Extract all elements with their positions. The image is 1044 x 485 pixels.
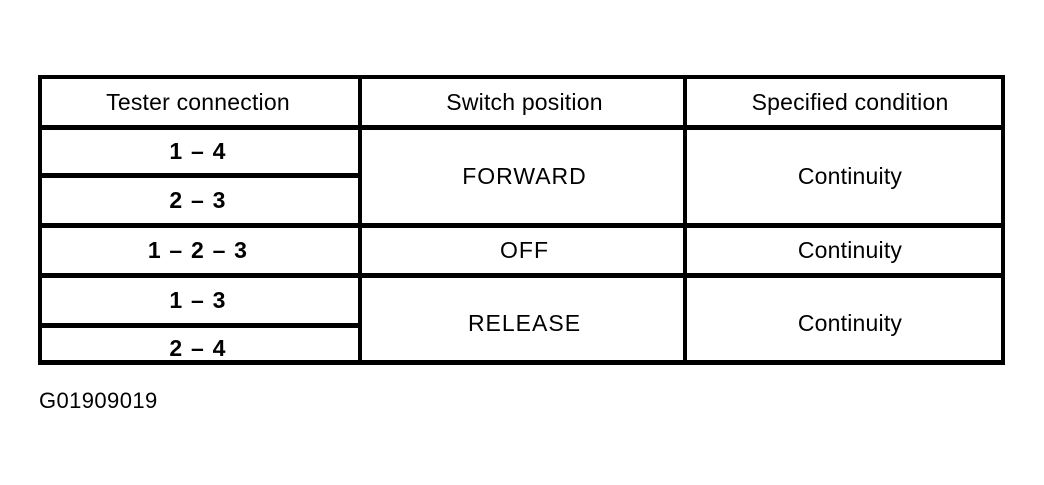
- figure-caption-label: G01909019: [39, 388, 158, 413]
- connection-value: 1 – 4: [169, 138, 227, 164]
- header-bottom-rule: [38, 125, 1005, 130]
- table-cell-connection: 1 – 3: [38, 278, 358, 323]
- table-cell-specified-condition: Continuity: [687, 278, 1013, 369]
- connection-value: 2 – 4: [169, 335, 227, 361]
- header-cell-specified-condition: Specified condition: [687, 79, 1013, 125]
- subrow-rule-forward: [38, 173, 358, 178]
- table-cell-connection: 1 – 4: [38, 130, 358, 173]
- table-cell-specified-condition: Continuity: [687, 228, 1013, 273]
- table-cell-specified-condition: Continuity: [687, 130, 1013, 223]
- specified-condition-value: Continuity: [797, 237, 903, 263]
- row-rule-off-release: [38, 273, 1005, 278]
- table-cell-switch-position: FORWARD: [362, 130, 687, 223]
- column-divider-2: [683, 79, 687, 360]
- specification-table: Tester connection Switch position Specif…: [38, 75, 1005, 365]
- switch-position-value: OFF: [500, 237, 549, 263]
- header-label-tester-connection: Tester connection: [106, 88, 290, 115]
- subrow-rule-release: [38, 323, 358, 328]
- table-cell-switch-position: RELEASE: [362, 278, 687, 369]
- connection-value: 1 – 3: [169, 287, 227, 313]
- row-rule-forward-off: [38, 223, 1005, 228]
- table-cell-connection: 2 – 3: [38, 178, 358, 223]
- switch-position-value: RELEASE: [467, 310, 582, 336]
- header-cell-tester-connection: Tester connection: [38, 79, 358, 125]
- table-cell-connection: 2 – 4: [38, 328, 358, 369]
- connection-value: 2 – 3: [169, 187, 227, 213]
- connection-value: 1 – 2 – 3: [147, 237, 249, 263]
- switch-position-value: FORWARD: [462, 163, 587, 189]
- specified-condition-value: Continuity: [797, 163, 903, 189]
- header-cell-switch-position: Switch position: [362, 79, 687, 125]
- specified-condition-value: Continuity: [797, 310, 903, 336]
- column-divider-1: [358, 79, 362, 360]
- table-cell-connection: 1 – 2 – 3: [38, 228, 358, 273]
- table-cell-switch-position: OFF: [362, 228, 687, 273]
- header-label-switch-position: Switch position: [446, 88, 603, 115]
- header-label-specified-condition: Specified condition: [751, 88, 949, 115]
